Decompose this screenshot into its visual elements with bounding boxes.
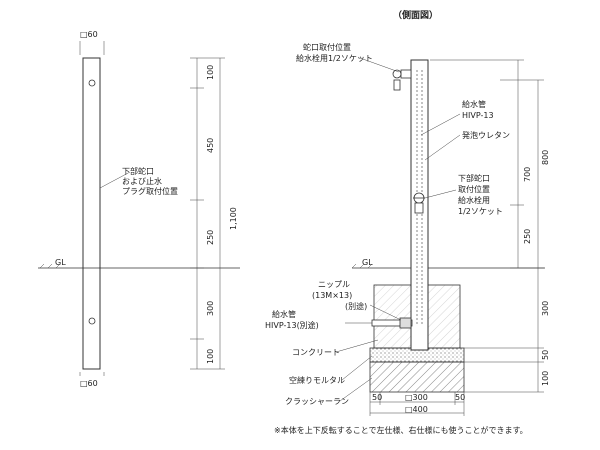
upper-faucet-icon: [392, 69, 412, 91]
lower-faucet-label-4: 1/2ソケット: [458, 207, 503, 216]
nipple-label-2: (13M×13): [312, 291, 352, 300]
side-dim-100: 100: [541, 371, 550, 386]
mortar-label: 空練りモルタル: [289, 375, 345, 385]
front-gl-label: GL: [55, 258, 66, 267]
nipple-leader: [369, 304, 402, 321]
front-faucet-label-1: 下部蛇口: [122, 166, 154, 176]
side-dim-50: 50: [541, 350, 550, 360]
bottom-dim-right50: 50: [455, 393, 465, 402]
crusher-run-layer: [369, 361, 465, 393]
bottom-dim-left50: 50: [372, 393, 382, 402]
side-dim-800: 800: [541, 150, 550, 165]
side-view: GL 蛇口取付位置 給水栓用1/2ソケット 給水管 HIVP-13 発泡ウレタン: [265, 42, 550, 416]
lower-faucet-label-3: 給水栓用: [458, 195, 490, 205]
pipe-leader: [420, 113, 461, 136]
pipe-label-2: HIVP-13: [462, 111, 494, 120]
front-top-size: □60: [80, 30, 98, 39]
bottom-dim-w300: □300: [405, 393, 428, 402]
nipple-fitting: [399, 317, 412, 329]
upper-faucet-leader: [359, 57, 400, 73]
lower-faucet-icon: [413, 192, 425, 214]
side-dim-300: 300: [541, 301, 550, 316]
nipple-label-1: ニップル: [318, 280, 350, 289]
nipple-label-3: (別途): [345, 301, 367, 311]
front-pole: [82, 57, 101, 370]
front-view: □60 □60 GL 下部蛇口 および止水 プラグ取付位置 100 450 1,…: [38, 30, 240, 388]
side-gl-label: GL: [362, 258, 373, 267]
lower-faucet-label-1: 下部蛇口: [458, 173, 490, 183]
mortar-leader: [341, 355, 373, 381]
front-faucet-label-2: および止水: [122, 176, 162, 186]
crusher-label: クラッシャーラン: [285, 397, 349, 406]
lower-faucet-label-2: 取付位置: [458, 184, 490, 194]
bottom-dim-w400: □400: [405, 405, 428, 414]
front-ground-hatch: [39, 263, 61, 269]
front-dim-100-top: 100: [206, 65, 215, 80]
pipe-label-1: 給水管: [462, 99, 486, 109]
front-bottom-size: □60: [80, 379, 98, 388]
front-dim-250: 250: [206, 230, 215, 245]
upper-faucet-label-1: 蛇口取付位置: [303, 42, 351, 52]
front-dim-300: 300: [206, 301, 215, 316]
front-dim-450: 450: [206, 138, 215, 153]
supply-pipe-label-2: HIVP-13(別途): [265, 320, 319, 330]
supply-pipe-label-1: 給水管: [272, 309, 296, 319]
front-upper-hole: [88, 79, 96, 87]
diagram-title: （側面図）: [393, 9, 438, 21]
footnote: ※本体を上下反転することで左仕様、右仕様にも使うことができます。: [274, 425, 528, 435]
upper-faucet-label-2: 給水栓用1/2ソケット: [296, 53, 373, 63]
concrete-label: コンクリート: [292, 348, 340, 357]
front-lower-hole: [88, 317, 96, 325]
crusher-leader: [339, 377, 373, 402]
front-faucet-label-3: プラグ取付位置: [122, 186, 178, 196]
side-dim-700: 700: [523, 167, 532, 182]
front-faucet-leader: [99, 171, 131, 189]
front-dim-100-bottom: 100: [206, 349, 215, 364]
foam-leader: [424, 134, 461, 161]
concrete-leader: [335, 339, 379, 353]
foam-label: 発泡ウレタン: [462, 130, 510, 140]
front-dim-1100: 1,100: [229, 207, 238, 230]
lower-faucet-leader: [424, 189, 457, 199]
side-dim-250: 250: [523, 229, 532, 244]
side-ground-hatch: [351, 263, 373, 269]
